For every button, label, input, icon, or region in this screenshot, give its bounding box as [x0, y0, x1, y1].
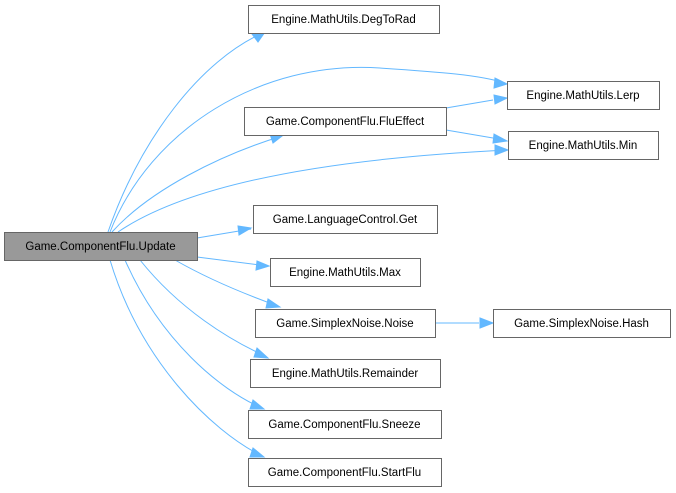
arrowhead-icon	[237, 225, 253, 236]
node-box[interactable]	[507, 81, 660, 110]
node-box[interactable]	[248, 410, 442, 439]
node-box[interactable]	[250, 359, 441, 388]
edge-noise-to-hash	[435, 317, 495, 329]
arrowhead-icon	[249, 399, 266, 410]
edge-flueffect-to-lerp	[445, 94, 509, 109]
node-label: Game.ComponentFlu.StartFlu	[268, 467, 421, 479]
arrowhead-icon	[253, 347, 270, 359]
node-label: Engine.MathUtils.DegToRad	[271, 14, 415, 26]
node-box[interactable]	[508, 131, 659, 160]
edge-line	[139, 259, 266, 357]
arrowhead-icon	[249, 447, 266, 458]
node-degtorad[interactable]: Engine.MathUtils.DegToRad	[248, 5, 440, 34]
node-box[interactable]	[253, 205, 438, 234]
node-label: Engine.MathUtils.Min	[529, 140, 638, 152]
edge-update-to-sneeze	[124, 259, 266, 410]
node-label: Game.SimplexNoise.Hash	[514, 318, 649, 330]
node-lerp[interactable]: Engine.MathUtils.Lerp	[507, 81, 660, 110]
node-label: Game.ComponentFlu.Sneeze	[268, 419, 420, 431]
edge-update-to-degtorad	[107, 31, 267, 233]
node-hash[interactable]: Game.SimplexNoise.Hash	[493, 309, 671, 338]
edge-update-to-remainder	[139, 259, 270, 359]
node-box[interactable]	[244, 107, 447, 136]
edge-line	[107, 31, 266, 233]
node-min[interactable]: Engine.MathUtils.Min	[508, 131, 659, 160]
edge-line	[111, 135, 283, 233]
node-label: Engine.MathUtils.Lerp	[526, 90, 639, 102]
node-label: Game.LanguageControl.Get	[273, 214, 418, 226]
node-label: Engine.MathUtils.Max	[289, 267, 401, 279]
edge-update-to-lerp	[109, 66, 509, 233]
node-startflu[interactable]: Game.ComponentFlu.StartFlu	[248, 458, 442, 487]
node-sneeze[interactable]: Game.ComponentFlu.Sneeze	[248, 410, 442, 439]
edge-flueffect-to-min	[445, 129, 509, 144]
arrowhead-icon	[479, 317, 495, 329]
arrowhead-icon	[493, 94, 509, 105]
node-box[interactable]	[255, 309, 436, 338]
node-label: Game.ComponentFlu.FluEffect	[266, 116, 425, 128]
edge-update-to-min	[117, 144, 510, 233]
node-label: Game.SimplexNoise.Noise	[276, 318, 413, 330]
edge-line	[117, 149, 509, 233]
edge-line	[445, 99, 494, 109]
node-get[interactable]: Game.LanguageControl.Get	[253, 205, 438, 234]
edge-update-to-get	[196, 225, 253, 239]
arrowhead-icon	[494, 144, 510, 156]
arrowhead-icon	[493, 77, 509, 89]
edge-line	[124, 259, 263, 409]
node-box[interactable]	[248, 5, 440, 34]
edge-line	[109, 66, 506, 233]
edge-line	[445, 129, 494, 139]
node-update[interactable]: Game.ComponentFlu.Update	[4, 232, 198, 261]
node-max[interactable]: Engine.MathUtils.Max	[270, 258, 421, 287]
node-box[interactable]	[270, 258, 421, 287]
node-box[interactable]	[4, 232, 198, 261]
node-label: Engine.MathUtils.Remainder	[272, 368, 419, 380]
arrowhead-icon	[492, 133, 509, 144]
node-flueffect[interactable]: Game.ComponentFlu.FluEffect	[244, 107, 447, 136]
node-box[interactable]	[248, 458, 442, 487]
arrowhead-icon	[255, 260, 271, 271]
edge-update-to-startflu	[109, 259, 266, 458]
node-box[interactable]	[493, 309, 671, 338]
node-label: Game.ComponentFlu.Update	[25, 241, 175, 253]
edge-update-to-noise	[174, 259, 282, 309]
edge-update-to-max	[196, 256, 271, 271]
arrowhead-icon	[265, 298, 282, 309]
node-remainder[interactable]: Engine.MathUtils.Remainder	[250, 359, 441, 388]
edge-line	[109, 259, 263, 457]
node-noise[interactable]: Game.SimplexNoise.Noise	[255, 309, 436, 338]
